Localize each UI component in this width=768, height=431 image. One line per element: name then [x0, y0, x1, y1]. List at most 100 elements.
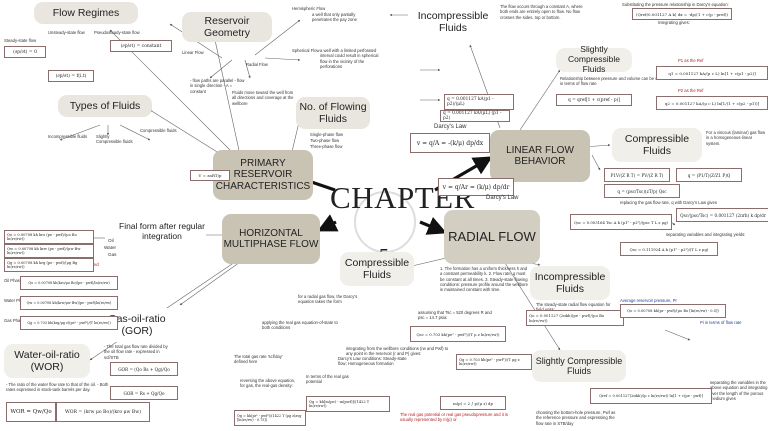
- compressible-bottom-node[interactable]: Compressible Fluids: [340, 252, 414, 286]
- gor2-equation: GOR = Rs + Qg/Qo: [110, 386, 178, 400]
- final-form-node[interactable]: Final form after regular integration: [118, 220, 206, 244]
- oil-phase-label: Oil Phase: [4, 278, 23, 283]
- linear-flow-label: LINEAR FLOW BEHAVIOR: [506, 144, 574, 168]
- compressible-right-label: Compressible Fluids: [624, 132, 690, 157]
- qg-mp-equation: Qg = kh[m(pe) - m(pwf)]/(1422 T ln(re/rw…: [306, 396, 390, 412]
- p2-ref-equation: q2 = 0.001127 kA/(μ c L) ln[1/(1 + c(p2 …: [656, 96, 768, 110]
- gas-phase-label: Gas Phase: [4, 318, 25, 323]
- steady-radial-label: The steady-state radial flow equation fo…: [536, 302, 611, 312]
- pr-qg-equation: Qg = kh(pr² - pwf²)/(1422 T (μg z)avg [l…: [234, 410, 306, 426]
- sep-note: separating variables and integrating yie…: [666, 232, 746, 237]
- linear-flow-note: - flow paths are parallel - flow in sing…: [190, 78, 245, 94]
- reservoir-geometry-label: Reservoir Geometry: [203, 14, 251, 39]
- wor-note: - The ratio of the water flow rate to th…: [6, 382, 109, 393]
- comp-lin2-equation: q = (P1/T)(Z/Z1 P)Q: [676, 168, 742, 182]
- hemispheric-note: a well that only partially penetrates th…: [312, 12, 357, 23]
- gor1-equation: GOR = (Qo Rs + Qg)/Qo: [110, 362, 178, 376]
- flow-regimes-node[interactable]: Flow Regimes: [34, 2, 138, 24]
- slightly-compressible-fluids-label: Slightly Compressible fluids: [96, 134, 133, 145]
- avg-pr-equation: Qo = 0.00708 kh(pr - pwf)/(μo Bo [ln(re/…: [620, 304, 726, 318]
- gas-oil-ratio-label: Gas-oil-ratio (GOR): [108, 312, 166, 337]
- steady-state-label: Steady-state flow: [4, 38, 37, 43]
- water-oil-ratio-node[interactable]: Water-oil-ratio (WOR): [4, 344, 90, 378]
- compressible-right-node[interactable]: Compressible Fluids: [612, 128, 702, 162]
- density-note: reversing the above equation, for gas, t…: [240, 378, 296, 389]
- darcy-radial-equation: v = q/Ar = (k/μ) dp/dr: [438, 178, 514, 196]
- incompressible-top-label: Incompressible Fluids: [417, 9, 489, 34]
- p2-ref-label: P2 as the Ref: [678, 88, 704, 93]
- real-gas-note: applying the real gas equation-of-state …: [262, 320, 338, 331]
- radial-flow-node[interactable]: RADIAL FLOW: [444, 210, 540, 264]
- real-gas-potential-note: The real gas potential or real gas pseud…: [400, 412, 509, 423]
- slightly-compressible-top-label: Slightly Compressible Fluids: [568, 44, 620, 74]
- darcy-conditions-label: Darcy's Law conditions: Steady-state flo…: [338, 356, 407, 367]
- slightly-compressible-bottom-node[interactable]: Slightly Compressible Fluids: [532, 350, 626, 382]
- radial-gas-note: for a radial gas flow, the Darcy's equat…: [298, 294, 358, 305]
- types-of-fluids-node[interactable]: Types of Fluids: [58, 95, 152, 117]
- water-oil-ratio-label: Water-oil-ratio (WOR): [14, 348, 80, 373]
- arrow-to-radial: [419, 216, 447, 235]
- sub-darcy-label: Substituting the pressure relationship i…: [622, 2, 729, 7]
- oil-label: Oil: [108, 238, 114, 243]
- p1-ref-equation: q1 = 0.001127 kA/(μ c L) ln[1 + c(p1 - p…: [656, 66, 768, 80]
- hemispheric-label: Hemispheric Flow: [292, 6, 326, 11]
- no-of-flowing-fluids-node[interactable]: No. of Flowing Fluids: [296, 97, 370, 129]
- horizontal-multiphase-node[interactable]: HORIZONTAL MULTIPHASE FLOW: [222, 214, 320, 264]
- slightly-compressible-bottom-label: Slightly Compressible Fluids: [535, 355, 623, 376]
- types-of-fluids-label: Types of Fluids: [69, 99, 141, 112]
- lin-sub-equation: q = 0.001127 kA/(μL) (p1 - p2): [440, 110, 510, 122]
- ideal-gas-equation: V = znRT/p: [190, 170, 230, 181]
- oil-phase-equation: Qo = 0.00708 kh(kro/μo Bo)(pe - pwf)/ln(…: [20, 276, 118, 290]
- tsc-note: assuming that Tsc = 520 degrees R and ps…: [418, 310, 492, 321]
- darcy-linear-equation: v = q/A = -(k/μ) dp/dx: [410, 133, 490, 153]
- gor-note: - The total gas flow rate divided by the…: [104, 344, 168, 360]
- oil-q-equation: Qo = 0.00708 kh kro (pe - pwf)/(μo Bo ln…: [4, 230, 94, 244]
- unsteady-equation: (∂p/∂t) = f(i,t): [48, 70, 94, 82]
- comp-lin1-equation: P1V/(Z R T) = PV/(Z R T): [604, 168, 670, 182]
- arrow-to-horizontal: [317, 214, 339, 232]
- bottom-hole-note: choosing the bottom-hole pressure, Pwf a…: [536, 410, 616, 426]
- slight-radial-equation: Qref = 0.001127(2πkh)/(μ c ln(re/rw)) ln…: [590, 388, 712, 404]
- linear-q-equation: q = 0.001127 kA(p1 - p2)/(μL): [444, 94, 514, 110]
- water-label: Water: [104, 245, 117, 250]
- gas-label: Gas: [108, 252, 117, 257]
- gas-q-lin-equation: Qsc = 0.111924 A k (p1² - p2²)/(T L z μg…: [620, 242, 718, 256]
- incompressible-top-node[interactable]: Incompressible Fluids: [408, 4, 498, 40]
- radial-flow-label: RADIAL FLOW: [448, 228, 536, 244]
- pi-equation: (Qref/0.001127 A k) dx = -dp/(1 + c(p - …: [632, 8, 732, 20]
- incompressible-bottom-label: Incompressible Fluids: [534, 270, 606, 295]
- radial-gas-equation: Qg = 0.703 kh(pe² - pwf²)/(T μg z ln(re/…: [456, 354, 532, 370]
- radial-oil-equation: Qo = 0.001127 (2πkh)(pe - pwf)/(μo Bo ln…: [526, 310, 624, 326]
- terms-real-gas-label: In terms of the real gas potential: [306, 374, 349, 385]
- incompressible-fluids-label: Incompressible fluids: [48, 134, 88, 139]
- two-phase-label: Two-phase flow: [310, 138, 340, 143]
- compressible-note: For a viscous (laminar) gas flow in a ho…: [706, 130, 766, 146]
- incompressible-note: The flow occurs through a constant A, wh…: [500, 4, 583, 20]
- three-phase-label: Three-phase flow: [310, 144, 343, 149]
- spherical-flow-note: a well with a limited perforated interva…: [320, 48, 379, 69]
- single-phase-label: Single-phase flow: [310, 132, 344, 137]
- comp-q1-equation: Qsc = 0.003164 Tsc A k (p1² - p2²)/(psc …: [570, 214, 672, 230]
- slightly-compressible-top-node[interactable]: Slightly Compressible Fluids: [556, 44, 632, 74]
- primary-reservoir-label: PRIMARY RESERVOIR CHARACTERISTICS: [215, 157, 311, 192]
- darcys-law-label: Darcy's Law: [434, 124, 467, 130]
- replace-note: replacing the gas flow rate, q with Darc…: [620, 200, 717, 205]
- water-phase-equation: Qw = 0.00708 kh(krw/μw Bw)(pe - pwf)/ln(…: [20, 296, 118, 310]
- linear-flow-geo-label: Linear Flow: [182, 50, 204, 55]
- real-gas-m-equation: m(p) = 2 ∫ p/(μ z) dp: [440, 396, 506, 410]
- reservoir-geometry-node[interactable]: Reservoir Geometry: [182, 12, 272, 42]
- linear-flow-node[interactable]: LINEAR FLOW BEHAVIOR: [490, 130, 590, 182]
- integrating-wellbore-note: integrating from the wellbore conditions…: [346, 346, 449, 357]
- radial-flow-note: Fluids move toward the well from all dir…: [232, 90, 294, 106]
- pseudosteady-label: Pseudosteady-state flow: [94, 30, 140, 35]
- unsteady-state-label: Unsteady-state flow: [48, 30, 85, 35]
- incompressible-bottom-node[interactable]: Incompressible Fluids: [530, 266, 610, 300]
- avg-pressure-label: Average reservoir pressure, Pr: [620, 298, 677, 303]
- no-of-flowing-fluids-label: No. of Flowing Fluids: [299, 100, 367, 125]
- steady-equation: (∂p/∂t) = 0: [4, 46, 46, 58]
- radial-flow-geo-label: Radial Flow: [246, 62, 268, 67]
- wor2-equation: WOR = (krw μo Bo)/(kro μw Bw): [56, 402, 150, 422]
- water-phase-label: Water Phase: [4, 298, 29, 303]
- gas-q-equation: Qg = 0.00708 kh krg (pe - pwf)/(μg Bg ln…: [4, 258, 94, 272]
- defined-here-note: The total gas rate 'scf/day' defined her…: [234, 354, 283, 365]
